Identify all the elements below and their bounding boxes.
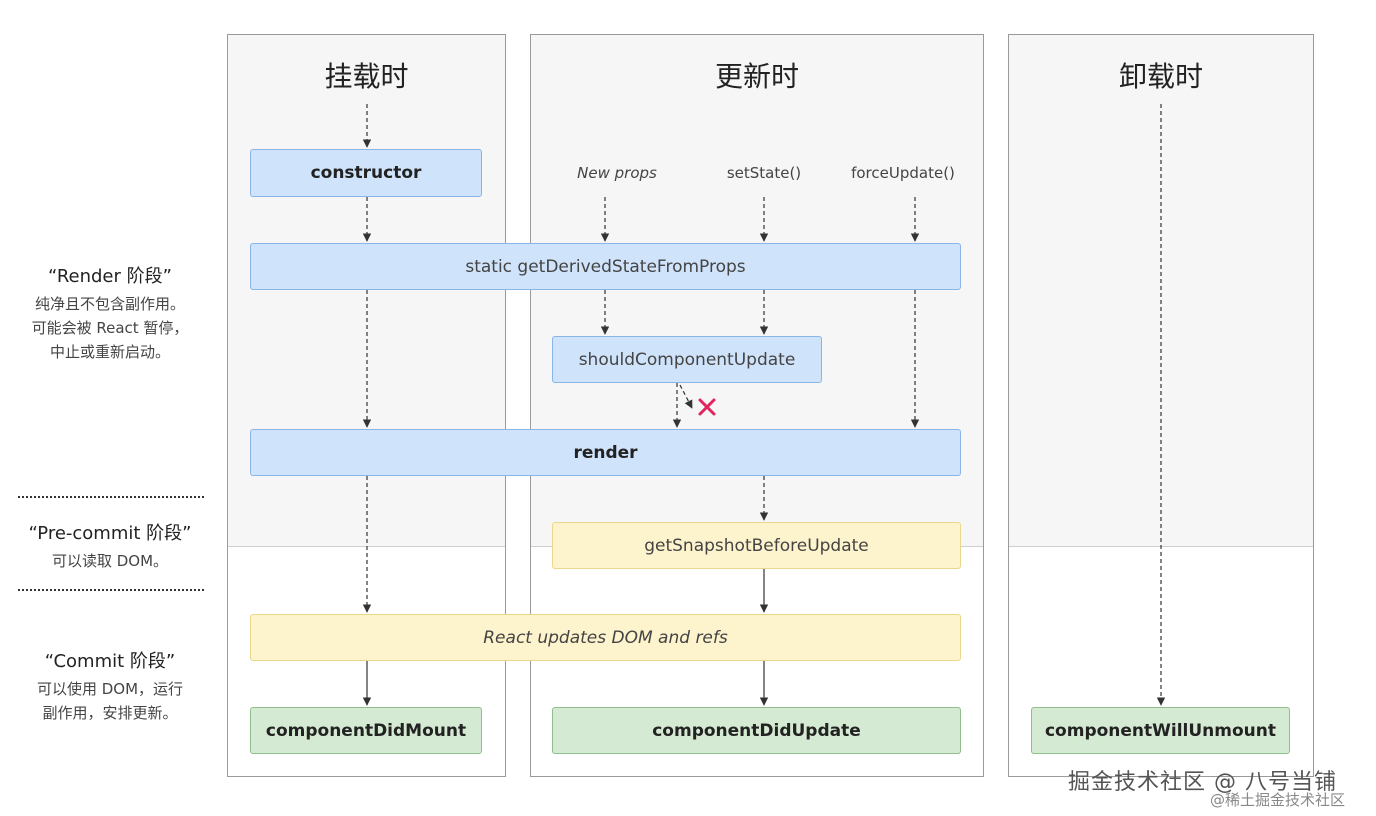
watermark-main: 掘金技术社区 @ 八号当铺 bbox=[1068, 770, 1337, 795]
component-did-update-box: componentDidUpdate bbox=[552, 707, 961, 754]
phase-divider-render-precommit bbox=[18, 496, 204, 498]
trigger-force-update: forceUpdate() bbox=[851, 164, 955, 182]
render-phase-desc-line: 纯净且不包含副作用。 bbox=[34, 295, 185, 313]
trigger-new-props: New props bbox=[577, 164, 657, 182]
component-will-unmount-box: componentWillUnmount bbox=[1031, 707, 1290, 754]
should-component-update-box: shouldComponentUpdate bbox=[552, 336, 822, 383]
commit-phase-title: “Commit 阶段” bbox=[44, 651, 176, 672]
render-phase-label: “Render 阶段” 纯净且不包含副作用。 可能会被 React 暂停， 中止… bbox=[0, 262, 220, 364]
render-phase-desc-line: 中止或重新启动。 bbox=[49, 343, 170, 361]
commit-phase-desc-line: 副作用，安排更新。 bbox=[42, 704, 178, 722]
react-updates-dom-box: React updates DOM and refs bbox=[250, 614, 961, 661]
unmount-panel-title: 卸载时 bbox=[1118, 60, 1203, 93]
get-derived-state-from-props-box: static getDerivedStateFromProps bbox=[250, 243, 961, 290]
precommit-phase-label: “Pre-commit 阶段” 可以读取 DOM。 bbox=[0, 519, 220, 573]
commit-phase-desc-line: 可以使用 DOM，运行 bbox=[36, 680, 184, 698]
cancel-x-icon bbox=[698, 398, 716, 416]
precommit-phase-desc: 可以读取 DOM。 bbox=[0, 549, 220, 573]
commit-phase-label: “Commit 阶段” 可以使用 DOM，运行 副作用，安排更新。 bbox=[0, 647, 220, 725]
precommit-phase-desc-line: 可以读取 DOM。 bbox=[51, 552, 169, 570]
render-phase-title: “Render 阶段” bbox=[48, 266, 172, 287]
get-snapshot-before-update-box: getSnapshotBeforeUpdate bbox=[552, 522, 961, 569]
precommit-phase-title: “Pre-commit 阶段” bbox=[28, 523, 192, 544]
trigger-set-state: setState() bbox=[726, 164, 802, 182]
phase-divider-precommit-commit bbox=[18, 589, 204, 591]
watermark-sub: @稀土掘金技术社区 bbox=[1210, 791, 1346, 809]
render-phase-desc-line: 可能会被 React 暂停， bbox=[31, 319, 189, 337]
commit-phase-desc: 可以使用 DOM，运行 副作用，安排更新。 bbox=[0, 677, 220, 725]
constructor-box: constructor bbox=[250, 149, 482, 197]
mount-panel-title: 挂载时 bbox=[324, 60, 409, 93]
component-did-mount-box: componentDidMount bbox=[250, 707, 482, 754]
update-panel-title: 更新时 bbox=[714, 60, 799, 93]
arrow-scu-cancel bbox=[679, 384, 693, 409]
render-box: render bbox=[250, 429, 961, 476]
render-phase-desc: 纯净且不包含副作用。 可能会被 React 暂停， 中止或重新启动。 bbox=[0, 292, 220, 364]
